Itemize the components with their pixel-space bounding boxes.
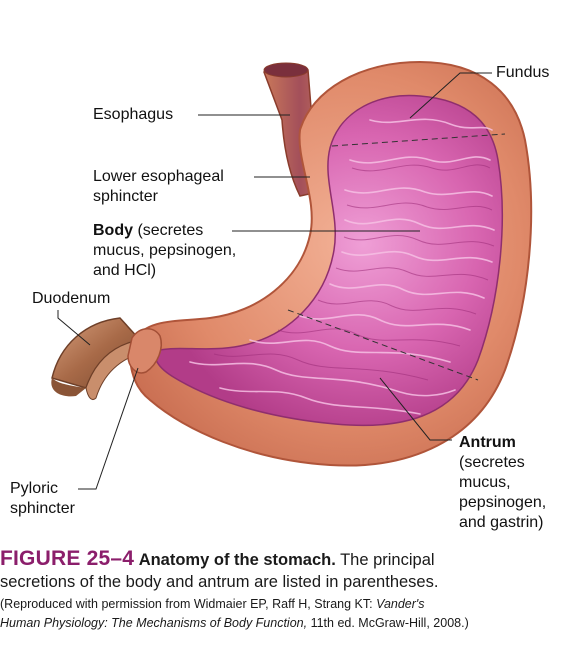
leader-pyloric: [78, 367, 139, 490]
leader-lines: [57, 72, 492, 490]
label-duodenum: Duodenum: [32, 290, 111, 307]
label-les-line1: Lower esophageal: [93, 168, 224, 185]
credit-line2-a: Human Physiology: The Mechanisms of Body…: [0, 616, 308, 630]
label-esophagus: Esophagus: [93, 106, 174, 123]
credit-line2-b: 11th ed. McGraw-Hill, 2008.): [307, 616, 469, 630]
label-les-line2: sphincter: [93, 188, 158, 205]
figure-number: FIGURE 25–4: [0, 547, 135, 570]
label-antrum-line4: pepsinogen,: [459, 494, 547, 511]
fundus-body-boundary: [331, 133, 506, 147]
label-lower-esophageal-sphincter: Lower esophageal sphincter: [93, 167, 224, 207]
label-antrum-line5: and gastrin): [459, 514, 544, 531]
leader-fundus: [409, 72, 492, 119]
label-antrum-line3: mucus,: [459, 474, 511, 491]
caption-credit: (Reproduced with permission from Widmaie…: [0, 595, 584, 633]
leader-duodenum: [57, 310, 91, 346]
caption-text-line1: The principal: [335, 551, 435, 569]
label-body-line3: and HCl): [93, 262, 157, 279]
label-body-line1-rest: (secretes: [133, 222, 204, 239]
label-antrum-line2: (secretes: [459, 454, 525, 471]
label-body: Body (secretes mucus, pepsinogen, and HC…: [93, 221, 236, 281]
caption-text-line2: secretions of the body and antrum are li…: [0, 573, 439, 591]
label-body-bold: Body: [93, 222, 133, 239]
label-pyloric-sphincter: Pyloric sphincter: [10, 479, 75, 519]
leader-antrum: [379, 377, 452, 441]
label-antrum: Antrum (secretes mucus, pepsinogen, and …: [459, 433, 546, 533]
label-pyloric-line2: sphincter: [10, 500, 75, 517]
label-pyloric-line1: Pyloric: [10, 480, 59, 497]
figure-title: Anatomy of the stomach.: [138, 551, 336, 569]
rugae-folds: [189, 118, 495, 415]
credit-line1-a: (Reproduced with permission from Widmaie…: [0, 597, 377, 611]
rugae-shadows: [213, 164, 495, 381]
body-antrum-boundary: [287, 309, 479, 381]
label-antrum-bold: Antrum: [459, 434, 516, 451]
stomach-anatomy-figure: [51, 60, 533, 490]
credit-line1-b: Vander's: [376, 597, 425, 611]
label-body-line2: mucus, pepsinogen,: [93, 242, 237, 259]
pyloric-sphincter-shape: [127, 328, 162, 374]
label-fundus: Fundus: [496, 64, 550, 81]
figure-caption: FIGURE 25–4 Anatomy of the stomach. The …: [0, 548, 584, 633]
stomach-mucosa: [154, 94, 503, 427]
